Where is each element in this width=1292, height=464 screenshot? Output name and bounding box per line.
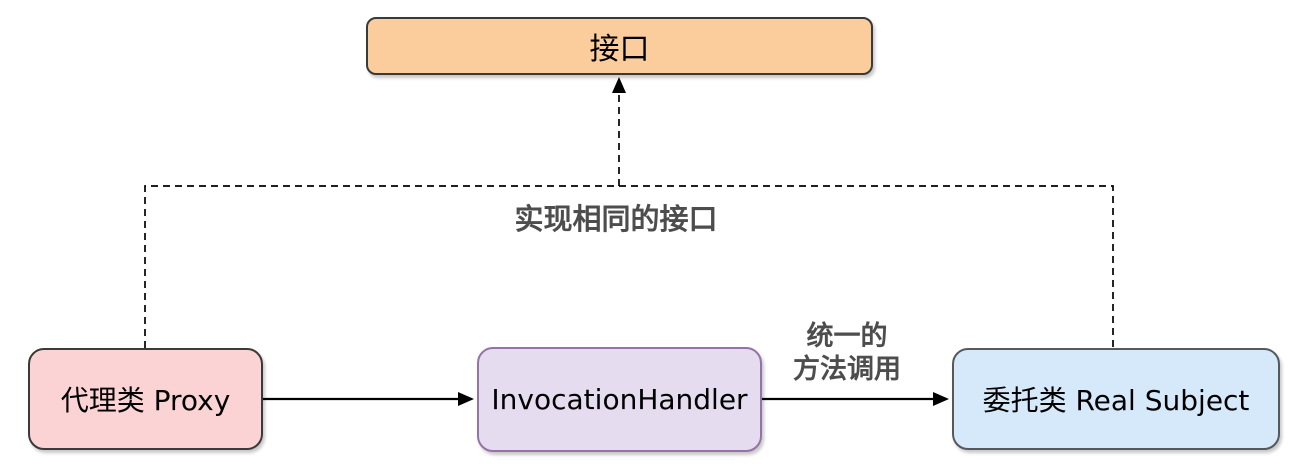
edge-label-unified-method-call-line1: 统一的 [806,321,888,351]
node-proxy: 代理类 Proxy [28,348,263,450]
node-interface: 接口 [366,17,873,75]
node-invocation-handler-label: InvocationHandler [491,383,748,416]
edge-label-implements-same-interface: 实现相同的接口 [514,204,718,236]
edge-label-unified-method-call: 统一的 方法调用 [767,320,927,386]
node-real-subject: 委托类 Real Subject [952,348,1280,450]
edge-label-unified-method-call-line2: 方法调用 [793,354,901,384]
node-proxy-label: 代理类 Proxy [60,384,231,417]
node-invocation-handler: InvocationHandler [477,347,762,452]
node-real-subject-label: 委托类 Real Subject [982,384,1250,417]
node-interface-label: 接口 [589,32,650,67]
